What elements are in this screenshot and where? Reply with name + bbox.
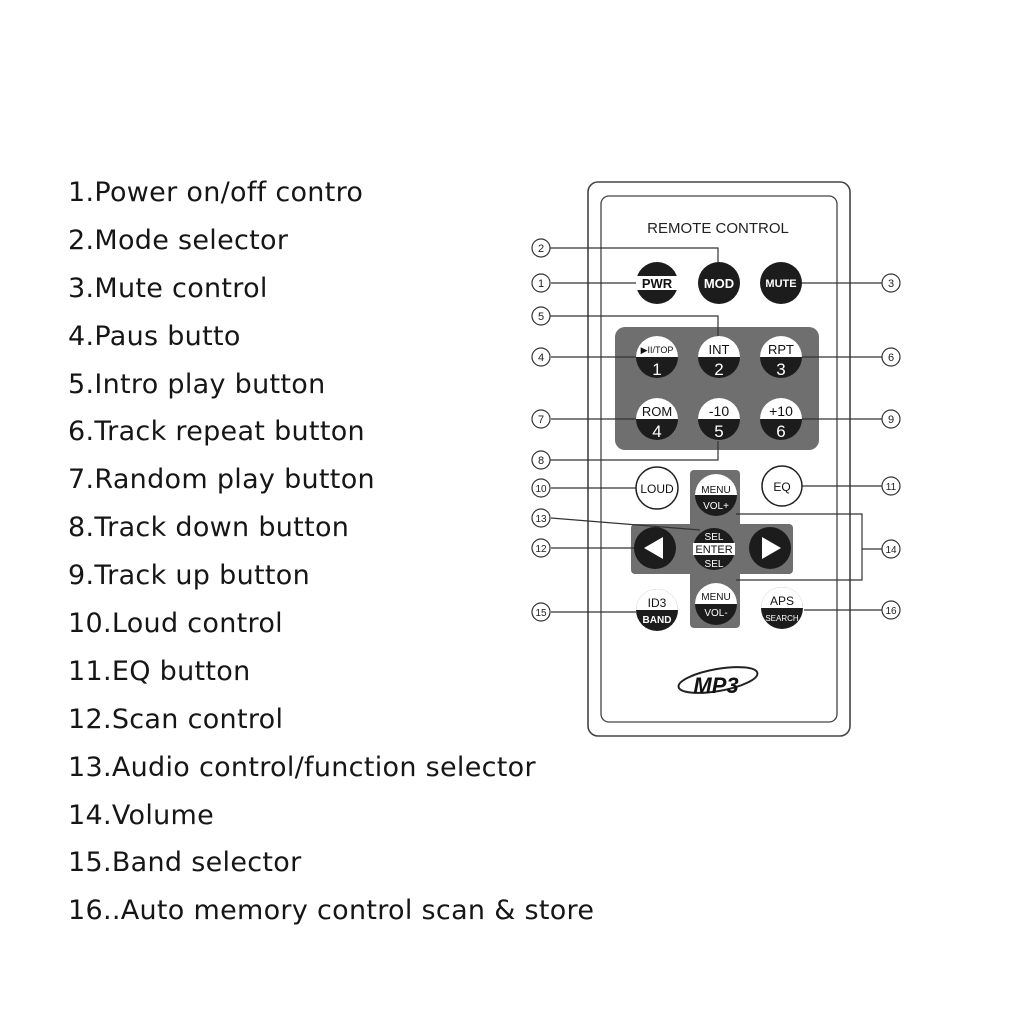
repeat-number: 3 [776, 360, 785, 379]
random-label: ROM [642, 404, 672, 419]
mute-button[interactable]: MUTE [760, 262, 802, 304]
play-pause-button[interactable]: ▶II/TOP 1 [636, 336, 678, 379]
mode-button[interactable]: MOD [698, 262, 740, 304]
intro-number: 2 [714, 360, 723, 379]
callout-number: 5 [538, 311, 544, 323]
repeat-button[interactable]: RPT 3 [760, 336, 802, 379]
legend-item: 14.Volume [68, 799, 215, 831]
power-label: PWR [642, 276, 673, 291]
menu-down-label: MENU [701, 592, 730, 603]
track-down-button[interactable]: -10 5 [698, 398, 740, 441]
enter-label: ENTER [695, 544, 732, 556]
id3-label: ID3 [648, 596, 667, 610]
loud-label: LOUD [640, 482, 674, 496]
aps-search-button[interactable]: APS SEARCH [761, 587, 803, 629]
loud-button[interactable]: LOUD [635, 466, 679, 510]
repeat-label: RPT [768, 342, 794, 357]
band-label: BAND [643, 615, 672, 626]
legend-item: 10.Loud control [68, 608, 283, 640]
feature-legend: 1.Power on/off contro 2.Mode selector 3.… [68, 172, 608, 938]
legend-item: 6.Track repeat button [68, 416, 365, 448]
legend-item: 3.Mute control [68, 272, 268, 304]
legend-item: 9.Track up button [68, 560, 310, 592]
intro-button[interactable]: INT 2 [698, 336, 740, 379]
legend-item: 2.Mode selector [68, 224, 289, 256]
callout-lines [550, 247, 882, 613]
callout-number: 7 [538, 414, 544, 426]
callout-number: 6 [888, 352, 894, 364]
vol-up-label: VOL+ [703, 501, 729, 512]
callout-number: 9 [888, 414, 894, 426]
legend-item: 15.Band selector [68, 847, 302, 879]
eq-label: EQ [773, 480, 790, 494]
legend-item: 8.Track down button [68, 512, 350, 544]
sel-bottom-label: SEL [705, 559, 724, 570]
callout-number: 13 [535, 514, 547, 525]
intro-label: INT [709, 342, 730, 357]
random-number: 4 [652, 422, 661, 441]
legend-item: 12.Scan control [68, 703, 284, 735]
legend-item: 16..Auto memory control scan & store [68, 895, 595, 927]
arrow-left-icon [644, 537, 663, 559]
select-enter-button[interactable]: SEL ENTER SEL [693, 528, 735, 570]
track-up-label: +10 [769, 403, 793, 419]
callout-circles [531, 238, 901, 622]
play-pause-label: ▶II/TOP [641, 345, 674, 355]
callout-number: 12 [535, 544, 547, 555]
legend-item: 11.EQ button [68, 655, 251, 687]
legend-item: 5.Intro play button [68, 368, 326, 400]
legend-item: 4.Paus butto [68, 320, 241, 352]
vol-down-label: VOL- [704, 608, 727, 619]
mode-label: MOD [704, 276, 734, 291]
legend-item: 7.Random play button [68, 464, 375, 496]
band-button[interactable]: ID3 BAND [636, 589, 678, 631]
legend-item: 1.Power on/off contro [68, 177, 364, 208]
callout-number: 15 [535, 608, 547, 619]
legend-item: 13.Audio control/function selector [68, 751, 536, 783]
mp3-logo-text: MP3 [693, 673, 738, 698]
track-down-label: -10 [709, 403, 729, 419]
search-label: SEARCH [765, 614, 799, 623]
callout-number: 16 [885, 606, 897, 617]
callout-number: 4 [538, 352, 544, 364]
remote-title: REMOTE CONTROL [647, 220, 789, 237]
random-button[interactable]: ROM 4 [636, 398, 678, 441]
track-down-number: 5 [714, 422, 723, 441]
arrow-right-icon [762, 537, 781, 559]
callout-number: 2 [538, 243, 544, 255]
callout-number: 3 [888, 278, 894, 290]
menu-vol-up-button[interactable]: MENU VOL+ [695, 474, 737, 516]
power-button[interactable]: PWR [636, 262, 678, 304]
callout-number: 1 [538, 278, 544, 290]
callout-number: 8 [538, 455, 544, 467]
play-pause-number: 1 [652, 360, 661, 379]
menu-vol-down-button[interactable]: MENU VOL- [695, 583, 737, 625]
sel-top-label: SEL [705, 532, 724, 543]
scan-right-button[interactable] [749, 527, 791, 569]
callout-number: 14 [885, 545, 897, 556]
mute-label: MUTE [765, 278, 796, 290]
mp3-logo: MP3 [677, 666, 759, 698]
track-up-button[interactable]: +10 6 [760, 398, 802, 441]
menu-up-label: MENU [701, 485, 730, 496]
track-up-number: 6 [776, 422, 785, 441]
callout-number: 11 [886, 482, 897, 493]
aps-label: APS [770, 594, 794, 608]
callout-number: 10 [535, 484, 547, 495]
eq-button[interactable]: EQ [761, 465, 803, 507]
scan-left-button[interactable] [634, 527, 676, 569]
